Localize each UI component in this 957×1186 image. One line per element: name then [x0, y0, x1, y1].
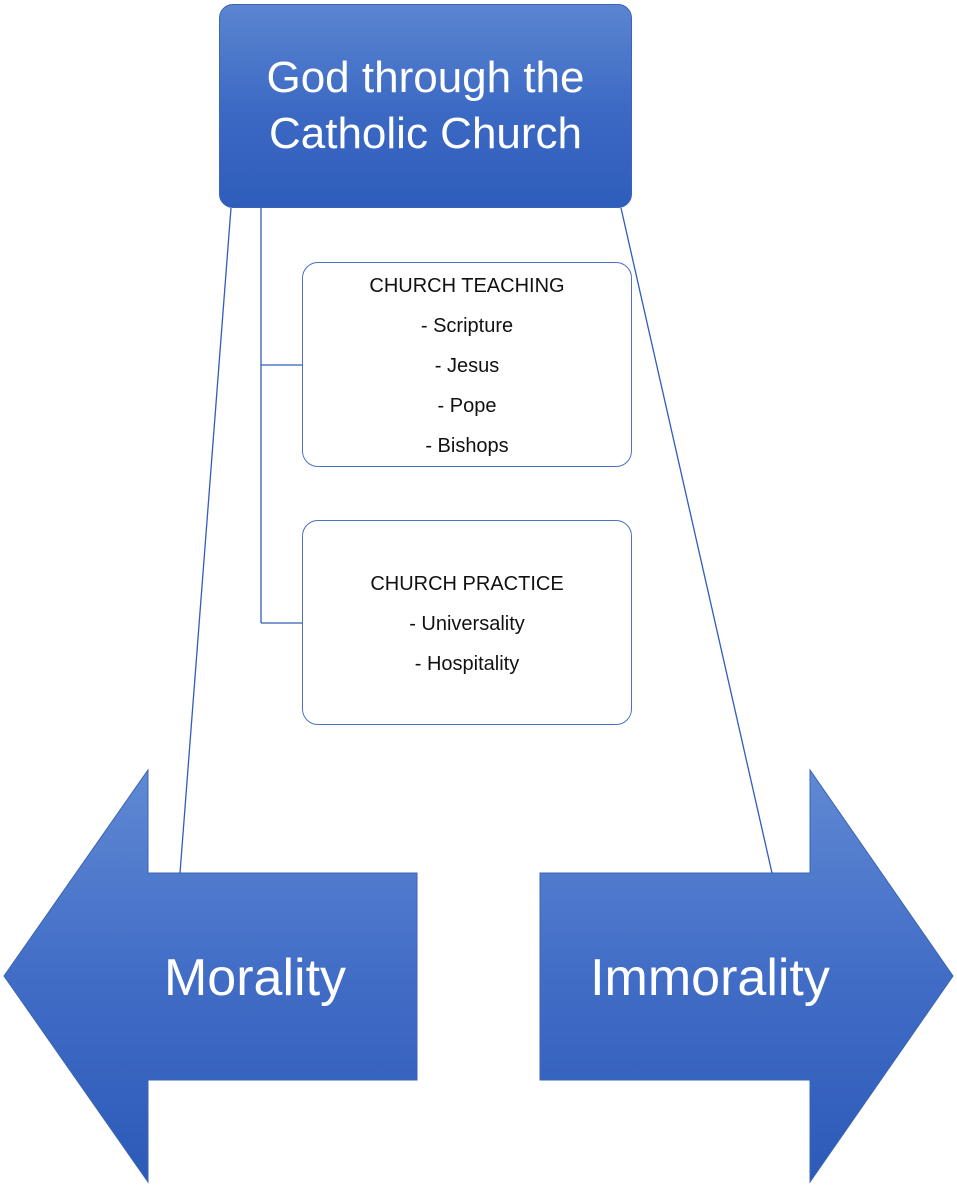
church-teaching-box: CHURCH TEACHING - Scripture - Jesus - Po…: [302, 262, 632, 467]
church-teaching-heading: CHURCH TEACHING: [369, 275, 565, 297]
church-practice-heading: CHURCH PRACTICE: [370, 573, 564, 595]
teaching-item-pope: - Pope: [437, 395, 497, 417]
connector-to-immorality: [620, 207, 773, 874]
root-node: God through the Catholic Church: [219, 4, 632, 208]
morality-arrow: [3, 768, 418, 1184]
teaching-item-bishops: - Bishops: [425, 435, 509, 457]
connector-to-morality: [179, 207, 232, 874]
church-practice-box: CHURCH PRACTICE - Universality - Hospita…: [302, 520, 632, 725]
teaching-item-jesus: - Jesus: [434, 355, 500, 377]
teaching-item-scripture: - Scripture: [420, 315, 514, 337]
immorality-arrow: [539, 768, 954, 1184]
practice-item-hospitality: - Hospitality: [414, 653, 520, 675]
immorality-label: Immorality: [590, 949, 830, 1007]
morality-label: Morality: [163, 949, 347, 1007]
practice-item-universality: - Universality: [409, 613, 525, 635]
root-title: God through the Catholic Church: [266, 53, 585, 158]
